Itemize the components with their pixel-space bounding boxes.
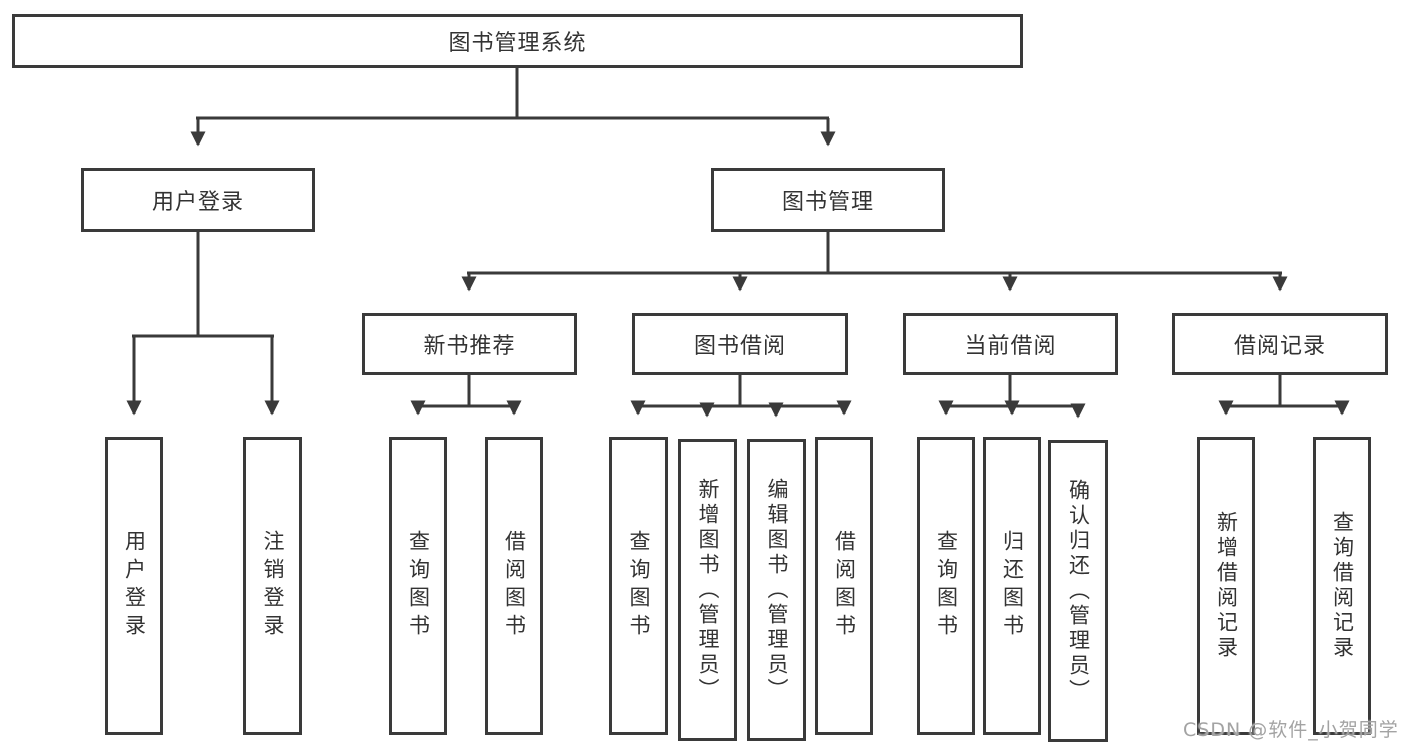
node-borrow-records: 借阅记录	[1172, 313, 1388, 375]
leaf-query-books-borrow: 查询图书	[609, 437, 668, 735]
leaf-edit-books-admin: 编辑图书（管理员）	[747, 439, 806, 741]
node-book-borrow: 图书借阅	[632, 313, 848, 375]
leaf-query-books-current: 查询图书	[917, 437, 975, 735]
leaf-confirm-return-admin: 确认归还（管理员）	[1048, 440, 1108, 742]
node-current-borrow: 当前借阅	[903, 313, 1118, 375]
leaf-add-books-admin: 新增图书（管理员）	[678, 439, 737, 741]
csdn-watermark: CSDN @软件_小贺同学	[1183, 719, 1399, 741]
node-user-login: 用户登录	[81, 168, 315, 232]
leaf-borrow-books-recommend: 借阅图书	[485, 437, 543, 735]
leaf-query-borrow-record: 查询借阅记录	[1313, 437, 1371, 735]
leaf-return-books: 归还图书	[983, 437, 1041, 735]
leaf-user-login: 用户登录	[105, 437, 163, 735]
node-book-management: 图书管理	[711, 168, 945, 232]
leaf-add-borrow-record: 新增借阅记录	[1197, 437, 1255, 735]
leaf-query-books-recommend: 查询图书	[389, 437, 447, 735]
node-library-management-system: 图书管理系统	[12, 14, 1023, 68]
node-new-book-recommend: 新书推荐	[362, 313, 577, 375]
leaf-logout: 注销登录	[243, 437, 302, 735]
leaf-borrow-books: 借阅图书	[815, 437, 873, 735]
